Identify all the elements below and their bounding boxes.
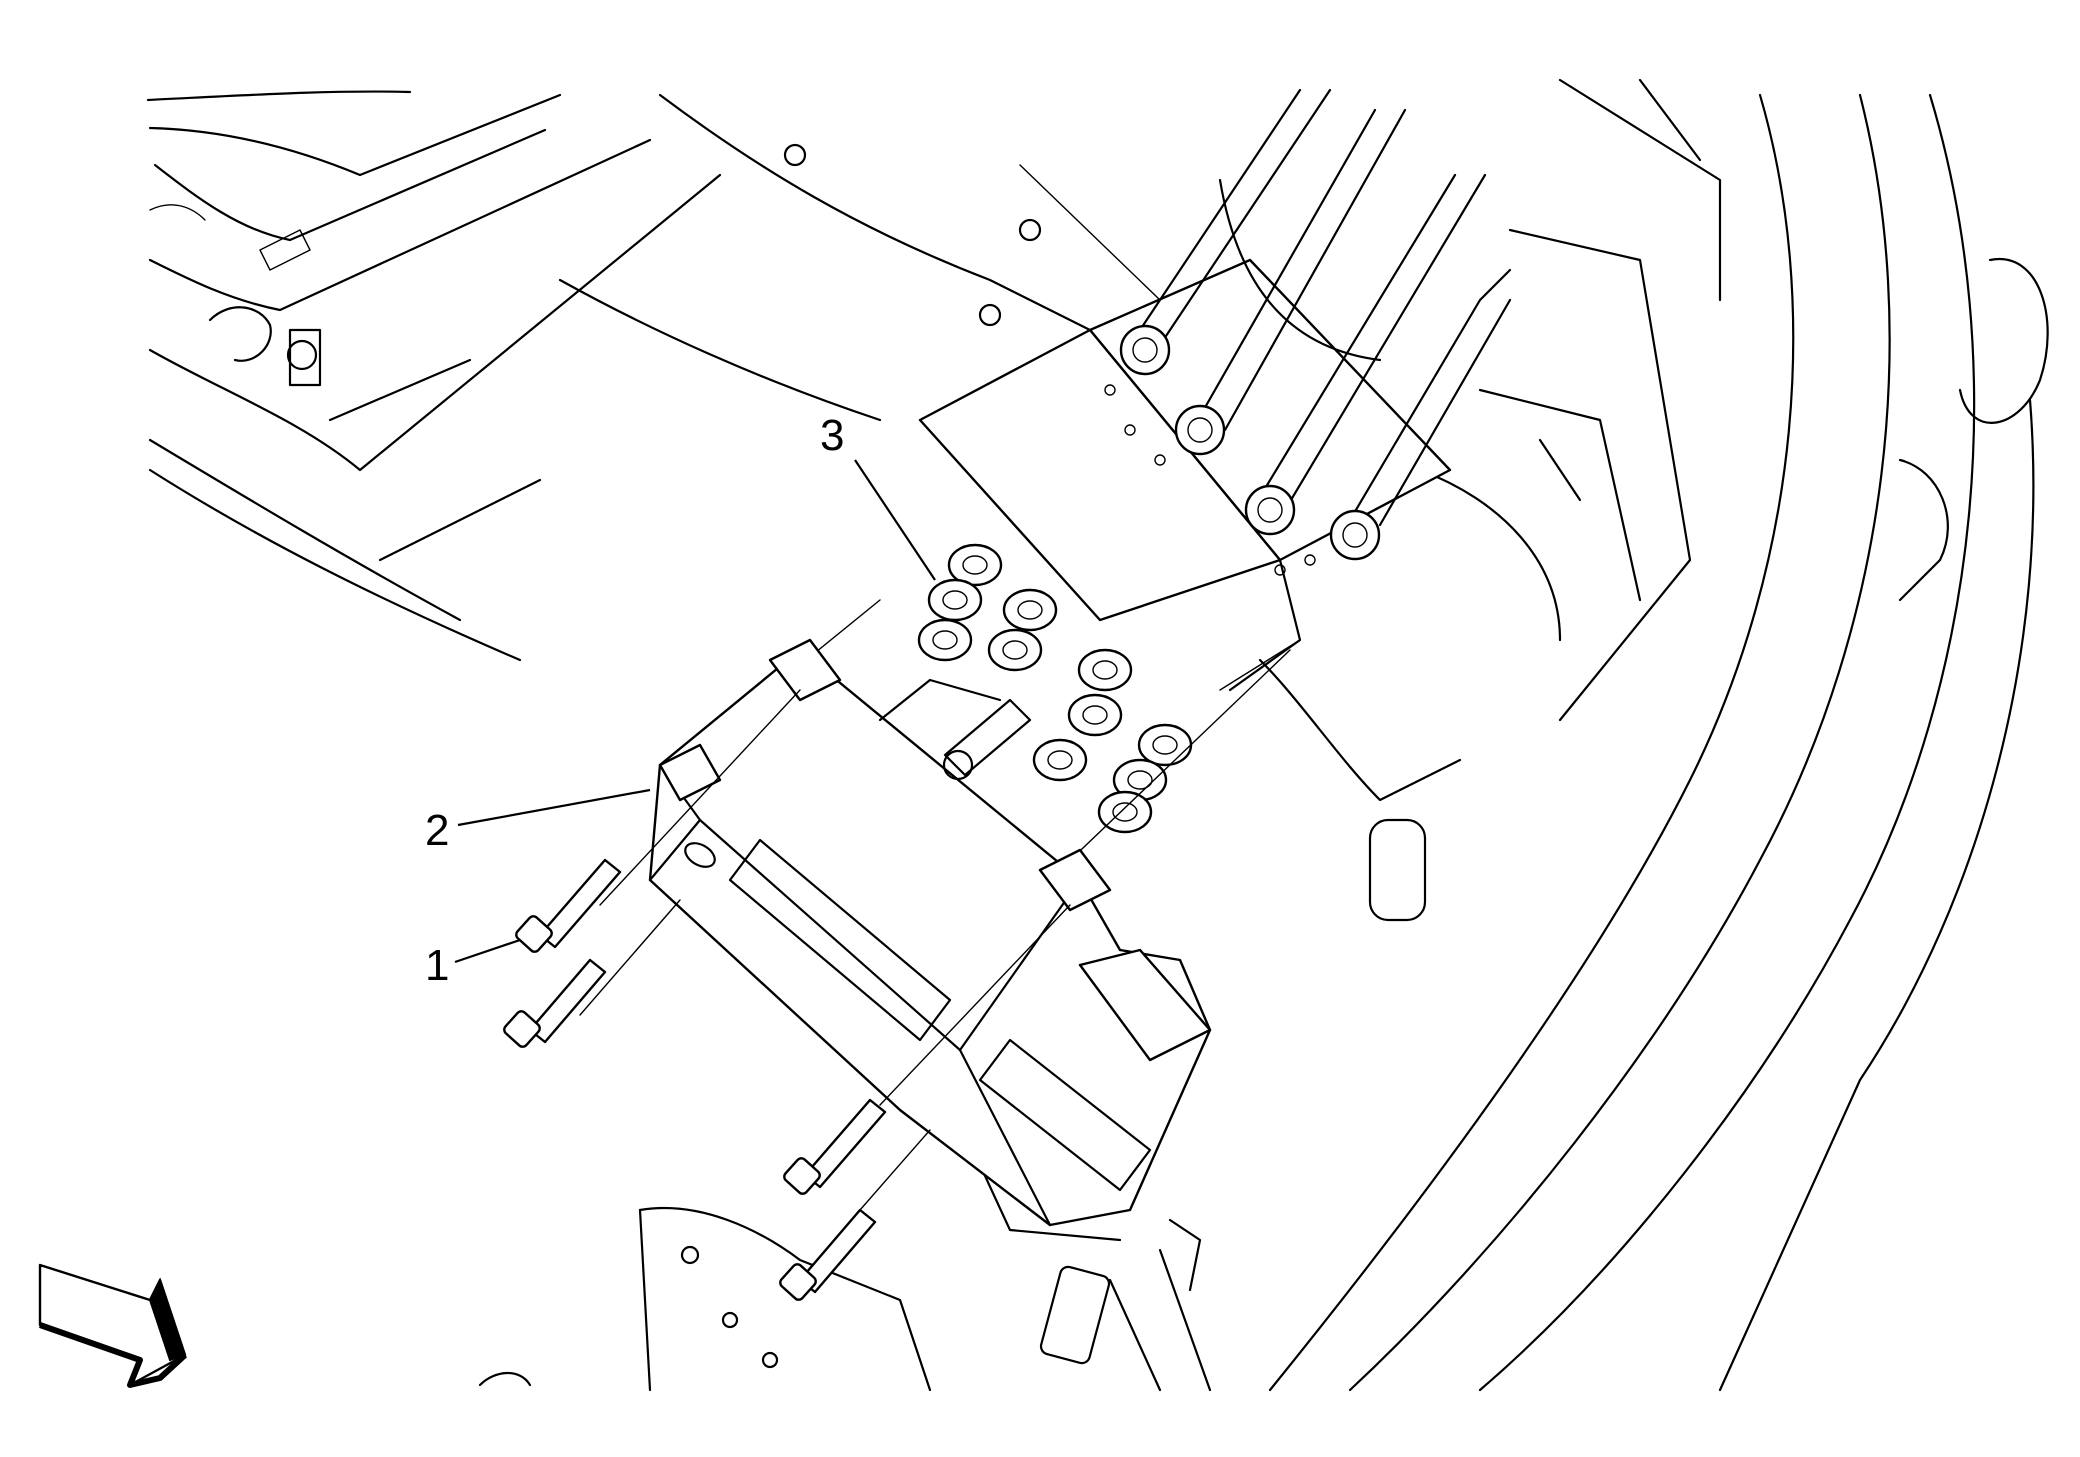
brake-lines [1119, 88, 1512, 561]
direction-arrow-icon [38, 1263, 188, 1388]
control-module [648, 599, 1301, 1227]
brake-modulator-block [918, 88, 1512, 692]
callout-2: 2 [425, 788, 651, 855]
callout-1: 1 [425, 938, 521, 990]
callout-label-1: 1 [425, 941, 449, 990]
leader-line-1 [454, 938, 521, 964]
valve-seals [917, 543, 1193, 834]
leader-line-2 [457, 788, 651, 827]
mounting-bolts [503, 689, 1071, 1301]
callout-label-2: 2 [425, 806, 449, 855]
callout-3: 3 [820, 411, 936, 581]
leader-line-3 [854, 459, 936, 581]
callout-label-3: 3 [820, 411, 844, 460]
vehicle-frame [146, 78, 2049, 1392]
